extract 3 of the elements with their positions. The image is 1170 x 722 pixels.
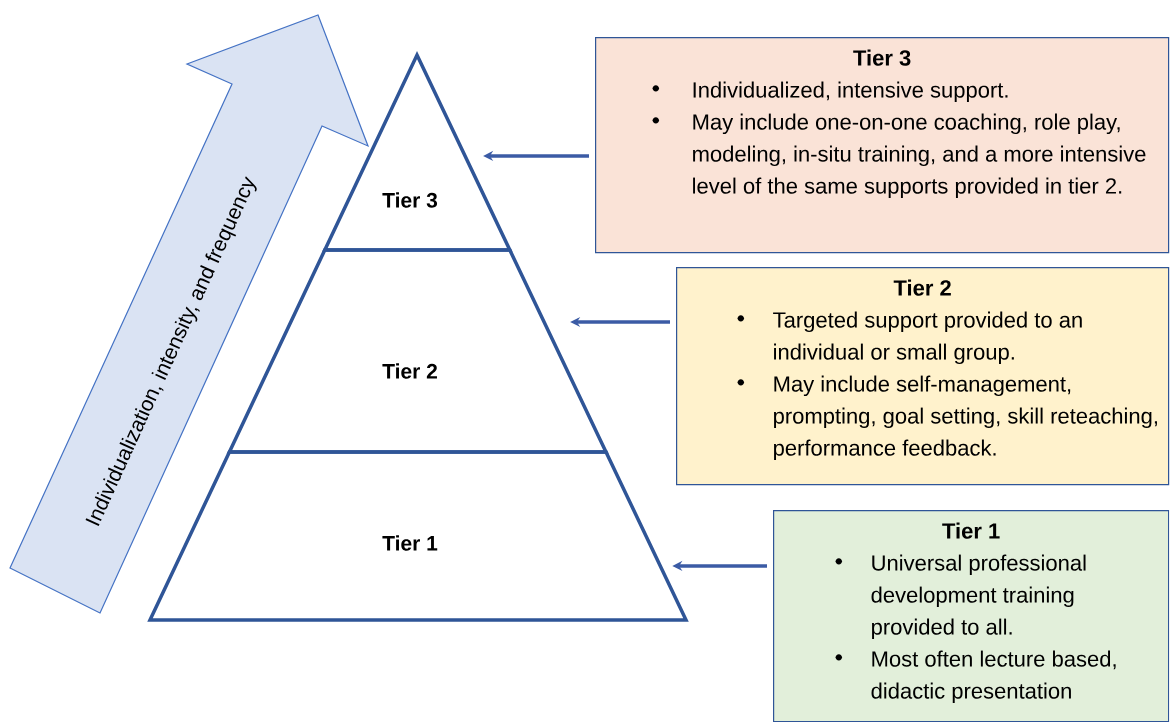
text-box: Tier 2 Targeted support provided to an individual or small group. May include self-management, prompting, goal setting, skill reteaching, performance feedback.	[676, 267, 1170, 486]
text-box: Tier 1 Universal professional development training provided to all. Most often lecture based, didactic presentation	[773, 510, 1170, 722]
text-box: Tier 3 Individualized, intensive support. May include one-on-one coaching, role play, modeling, in-situ training, and a more intensive level of the same supports provided in tier 2.	[595, 37, 1170, 254]
